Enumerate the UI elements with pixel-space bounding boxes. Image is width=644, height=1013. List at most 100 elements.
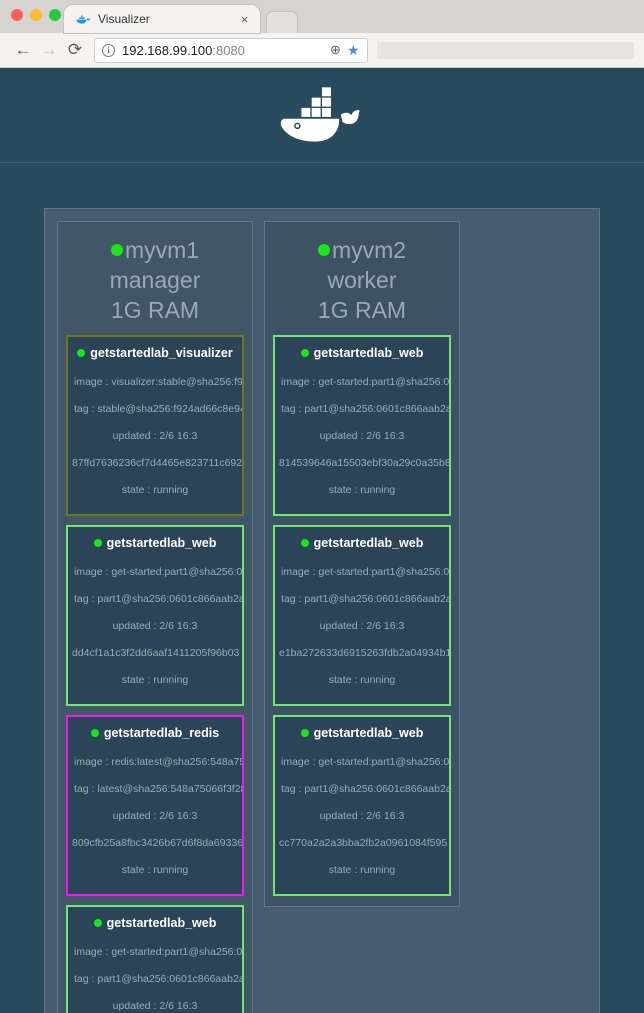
task-hash: dd4cf1a1c3f2dd6aaf1411205f96b03 — [72, 647, 240, 659]
task-card[interactable]: getstartedlab_visualizer image : visuali… — [66, 335, 244, 516]
url-port: :8080 — [212, 42, 245, 58]
task-image: image : get-started:part1@sha256:0 — [281, 376, 449, 388]
node-status-dot-icon — [317, 244, 330, 256]
task-status-dot-icon — [300, 539, 309, 547]
task-title-row: getstartedlab_web — [275, 536, 449, 550]
task-image: image : visualizer:stable@sha256:f92 — [74, 376, 242, 388]
task-card[interactable]: getstartedlab_web image : get-started:pa… — [273, 715, 451, 896]
task-state: state : running — [328, 484, 396, 496]
docker-whale-logo — [280, 86, 360, 142]
task-title-row: getstartedlab_web — [68, 916, 242, 930]
task-tag: tag : part1@sha256:0601c866aab2a — [281, 403, 449, 415]
task-image: image : get-started:part1@sha256:0 — [74, 566, 242, 578]
node-role: manager — [109, 267, 201, 293]
toolbar-filler — [376, 41, 634, 59]
task-tag: tag : stable@sha256:f924ad66c8e94l — [74, 403, 242, 415]
minimize-window-button[interactable] — [30, 9, 42, 21]
node-status-dot-icon — [110, 244, 123, 256]
task-hash: e1ba272633d6915263fdb2a04934b1 — [279, 647, 449, 659]
task-tag: tag : part1@sha256:0601c866aab2a — [74, 593, 242, 605]
close-icon[interactable]: × — [240, 11, 249, 27]
visualizer-page: myvm1 manager 1G RAM getstartedlab_visua… — [0, 69, 644, 1013]
task-card[interactable]: getstartedlab_web image : get-started:pa… — [66, 525, 244, 706]
task-updated: updated : 2/6 16:3 — [112, 810, 198, 822]
task-image: image : get-started:part1@sha256:0 — [281, 756, 449, 768]
task-updated: updated : 2/6 16:3 — [319, 620, 405, 632]
nodes-container: myvm1 manager 1G RAM getstartedlab_visua… — [44, 208, 600, 1013]
task-title-row: getstartedlab_web — [275, 346, 449, 360]
site-info-icon[interactable]: i — [102, 43, 115, 57]
maximize-window-button[interactable] — [49, 9, 61, 21]
task-state: state : running — [328, 864, 396, 876]
task-name: getstartedlab_web — [313, 726, 424, 740]
task-name: getstartedlab_web — [313, 346, 424, 360]
node-name: myvm1 — [124, 237, 200, 263]
task-updated: updated : 2/6 16:3 — [112, 620, 198, 632]
task-state: state : running — [121, 484, 189, 496]
node-ram: 1G RAM — [110, 297, 200, 323]
task-status-dot-icon — [93, 919, 102, 927]
new-tab-button[interactable] — [266, 11, 298, 33]
task-image: image : get-started:part1@sha256:0 — [74, 946, 242, 958]
window-controls — [11, 9, 61, 21]
nodes-list: myvm1 manager 1G RAM getstartedlab_visua… — [57, 221, 587, 1013]
node-name-row: myvm1 — [66, 235, 244, 265]
task-hash: 87ffd7636236cf7d4465e823711c692 — [72, 457, 242, 469]
task-title-row: getstartedlab_visualizer — [68, 346, 242, 360]
bookmark-star-icon[interactable]: ★ — [346, 41, 360, 58]
task-state: state : running — [328, 674, 396, 686]
task-updated: updated : 2/6 16:3 — [319, 430, 405, 442]
task-image: image : get-started:part1@sha256:0 — [281, 566, 449, 578]
task-card[interactable]: getstartedlab_redis image : redis:latest… — [66, 715, 244, 896]
url-input[interactable]: 192.168.99.100:8080 — [122, 43, 324, 58]
task-tag: tag : latest@sha256:548a75066f3f28 — [74, 783, 242, 795]
back-icon[interactable]: ← — [14, 40, 32, 59]
node-role: worker — [327, 267, 397, 293]
task-hash: 814539646a15503ebf30a29c0a35b8 — [279, 457, 449, 469]
task-name: getstartedlab_visualizer — [90, 346, 233, 360]
task-name: getstartedlab_web — [106, 536, 217, 550]
task-tag: tag : part1@sha256:0601c866aab2a — [74, 973, 242, 985]
task-tag: tag : part1@sha256:0601c866aab2a — [281, 783, 449, 795]
task-state: state : running — [121, 674, 189, 686]
task-title-row: getstartedlab_web — [68, 536, 242, 550]
docker-whale-icon — [76, 15, 90, 24]
task-tag: tag : part1@sha256:0601c866aab2a — [281, 593, 449, 605]
task-status-dot-icon — [90, 729, 99, 737]
task-updated: updated : 2/6 16:3 — [112, 430, 198, 442]
task-hash: 809cfb25a8fbc3426b67d6f8da69336 — [72, 837, 242, 849]
task-status-dot-icon — [93, 539, 102, 547]
task-name: getstartedlab_redis — [103, 726, 220, 740]
task-card[interactable]: getstartedlab_web image : get-started:pa… — [273, 525, 451, 706]
node-header: myvm1 manager 1G RAM — [66, 231, 244, 335]
task-status-dot-icon — [77, 349, 86, 357]
task-name: getstartedlab_web — [313, 536, 424, 550]
task-updated: updated : 2/6 16:3 — [112, 1000, 198, 1012]
browser-tab[interactable]: Visualizer × — [64, 5, 260, 33]
task-status-dot-icon — [300, 349, 309, 357]
address-bar[interactable]: i 192.168.99.100:8080 ⊕ ★ — [94, 37, 368, 63]
close-window-button[interactable] — [11, 9, 23, 21]
toolbar: ← → ⟳ i 192.168.99.100:8080 ⊕ ★ — [0, 33, 644, 68]
task-title-row: getstartedlab_web — [275, 726, 449, 740]
node-name: myvm2 — [331, 237, 407, 263]
node-myvm1: myvm1 manager 1G RAM getstartedlab_visua… — [57, 221, 253, 1013]
task-state: state : running — [121, 864, 189, 876]
zoom-icon[interactable]: ⊕ — [330, 42, 341, 57]
node-ram: 1G RAM — [317, 297, 407, 323]
node-header: myvm2 worker 1G RAM — [273, 231, 451, 335]
task-status-dot-icon — [300, 729, 309, 737]
task-updated: updated : 2/6 16:3 — [319, 810, 405, 822]
url-host: 192.168.99.100 — [122, 42, 213, 58]
tab-strip: Visualizer × — [0, 0, 644, 33]
task-card[interactable]: getstartedlab_web image : get-started:pa… — [273, 335, 451, 516]
page-header — [0, 69, 644, 163]
tab-title: Visualizer — [98, 12, 150, 26]
task-card[interactable]: getstartedlab_web image : get-started:pa… — [66, 905, 244, 1013]
reload-icon[interactable]: ⟳ — [67, 40, 83, 59]
forward-icon[interactable]: → — [40, 40, 58, 59]
node-myvm2: myvm2 worker 1G RAM getstartedlab_web im… — [264, 221, 460, 907]
task-hash: cc770a2a2a3bba2fb2a0961084f595 — [279, 837, 448, 849]
node-name-row: myvm2 — [273, 235, 451, 265]
